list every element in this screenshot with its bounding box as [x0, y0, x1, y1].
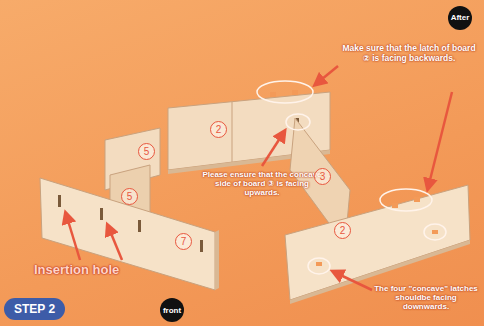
callout-number: 7: [175, 233, 192, 250]
instruction-note: The four "concave" latches shouldbe faci…: [372, 284, 480, 312]
callout-number: 2: [334, 222, 351, 239]
badge-text: front: [163, 306, 181, 315]
badge-text: After: [451, 13, 470, 22]
callout-number: 5: [121, 188, 138, 205]
corner-badge: After: [448, 6, 473, 31]
instruction-note: Please ensure that the concave side of b…: [198, 170, 326, 198]
callout-number: 3: [314, 168, 331, 185]
callout-number: 2: [210, 121, 227, 138]
insertion-hole-label: Insertion hole: [34, 262, 119, 277]
instruction-note: Make sure that the latch of board ② is f…: [340, 44, 478, 64]
view-badge: front: [160, 298, 184, 322]
badge-text: STEP 2: [14, 302, 55, 316]
step-badge: STEP 2: [4, 298, 65, 320]
callout-number: 5: [138, 143, 155, 160]
